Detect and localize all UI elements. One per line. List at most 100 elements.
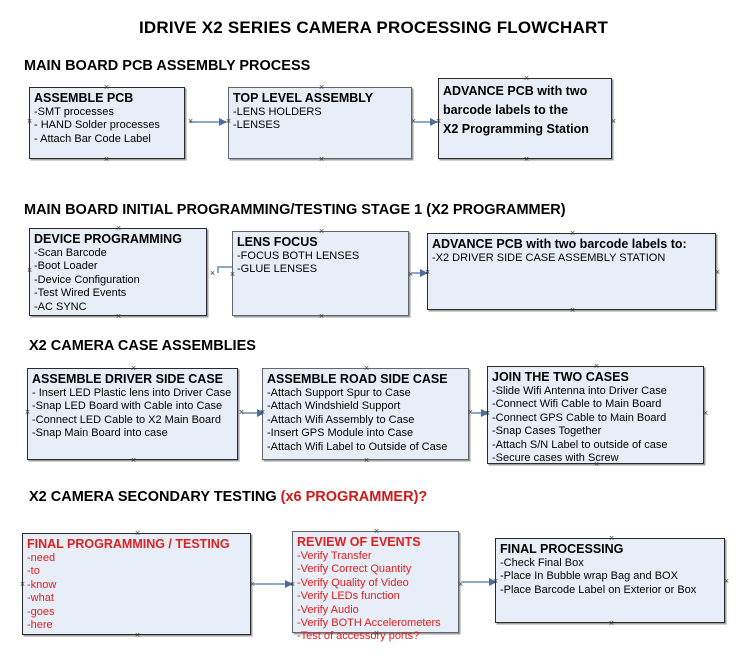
node-device-programming[interactable]: DEVICE PROGRAMMING -Scan Barcode -Boot L… (29, 228, 207, 316)
anchor-handle-bottom[interactable] (568, 306, 577, 315)
node-item-list: -X2 DRIVER SIDE CASE ASSEMBLY STATION (432, 252, 711, 265)
anchor-handle[interactable] (208, 269, 217, 278)
anchor-handle-top[interactable] (522, 74, 531, 83)
node-item-list: -Scan Barcode -Boot Loader -Device Confi… (34, 247, 202, 314)
node-item-list: -Slide Wifi Antenna into Driver Case -Co… (492, 385, 699, 465)
node-title: ADVANCE PCB with two (443, 84, 588, 98)
node-lens-focus[interactable]: LENS FOCUS -FOCUS BOTH LENSES -GLUE LENS… (232, 231, 409, 316)
list-item: -what (27, 592, 54, 605)
node-join-the-two-cases[interactable]: JOIN THE TWO CASES -Slide Wifi Antenna i… (487, 366, 704, 464)
anchor-handle-top[interactable] (102, 83, 111, 92)
list-item: -Connect Wifi Cable to Main Board (492, 398, 662, 411)
anchor-handle[interactable] (237, 408, 246, 417)
list-item: -Attach Wifi Assembly to Case (267, 413, 415, 426)
anchor-handle-bottom[interactable] (102, 155, 111, 164)
list-item: -Connect GPS Cable to Main Board (492, 411, 667, 424)
anchor-handle-left[interactable] (288, 580, 297, 589)
anchor-handle-left[interactable] (25, 266, 34, 275)
anchor-handle-top[interactable] (607, 534, 616, 543)
list-item: -here (27, 619, 53, 632)
node-item-list: -SMT processes - HAND Solder processes -… (34, 106, 180, 146)
list-item: -LENS HOLDERS (233, 106, 322, 118)
anchor-handle-bottom[interactable] (372, 629, 381, 638)
section-heading-text: X2 CAMERA CASE ASSEMBLIES (29, 338, 256, 354)
anchor-handle-top[interactable] (592, 362, 601, 371)
anchor-handle-top[interactable] (372, 527, 381, 536)
anchor-handle-top[interactable] (114, 224, 123, 233)
node-final-programming-testing[interactable]: FINAL PROGRAMMING / TESTING -need -to -k… (22, 533, 251, 635)
section-heading-secondary-testing: X2 CAMERA SECONDARY TESTING (x6 PROGRAMM… (29, 489, 427, 505)
list-item: -know (27, 578, 57, 591)
list-item: -Test of accessory ports? (297, 630, 420, 643)
anchor-handle-left[interactable] (423, 268, 432, 277)
anchor-handle-left[interactable] (434, 117, 443, 126)
section-heading-text: MAIN BOARD PCB ASSEMBLY PROCESS (24, 58, 311, 74)
list-item: -Verify Transfer (297, 550, 372, 562)
node-item-list: -FOCUS BOTH LENSES -GLUE LENSES (237, 250, 404, 277)
section-heading-camera-case-assemblies: X2 CAMERA CASE ASSEMBLIES (29, 338, 256, 354)
node-assemble-pcb[interactable]: ASSEMBLE PCB -SMT processes - HAND Solde… (29, 87, 185, 159)
anchor-handle-right[interactable] (722, 577, 731, 586)
node-item-list: -Check Final Box -Place In Bubble wrap B… (500, 557, 720, 597)
anchor-handle-left[interactable] (23, 408, 32, 417)
list-item: -Verify Audio (297, 603, 359, 616)
anchor-handle-top[interactable] (317, 227, 326, 236)
list-item: -Insert GPS Module into Case (267, 427, 414, 440)
list-item: X2 Programming Station (443, 122, 589, 136)
node-advance-pcb-driver-side-station[interactable]: ADVANCE PCB with two barcode labels to: … (427, 233, 716, 310)
anchor-handle-bottom[interactable] (592, 460, 601, 469)
anchor-handle-left[interactable] (491, 577, 500, 586)
node-title: FINAL PROCESSING (500, 542, 624, 556)
list-item: -Snap Cases Together (492, 425, 602, 438)
list-item: -Slide Wifi Antenna into Driver Case (492, 385, 667, 397)
anchor-handle-bottom[interactable] (133, 631, 142, 640)
node-title: JOIN THE TWO CASES (492, 370, 629, 384)
node-item-list: -Attach Support Spur to Case -Attach Win… (267, 387, 464, 454)
anchor-handle-left[interactable] (483, 409, 492, 418)
list-item: -to (27, 565, 40, 578)
anchor-handle-bottom[interactable] (607, 619, 616, 628)
anchor-handle-bottom[interactable] (114, 312, 123, 321)
node-title: FINAL PROGRAMMING / TESTING (27, 537, 230, 551)
node-final-processing[interactable]: FINAL PROCESSING -Check Final Box -Place… (495, 538, 725, 623)
anchor-handle-bottom[interactable] (129, 456, 138, 465)
anchor-handle-left[interactable] (228, 270, 237, 279)
anchor-handle-bottom[interactable] (317, 155, 326, 164)
section-heading-highlight: (x6 PROGRAMMER)? (280, 489, 428, 505)
anchor-handle[interactable] (186, 117, 195, 126)
list-item: -Boot Loader (34, 260, 98, 273)
node-top-level-assembly[interactable]: TOP LEVEL ASSEMBLY -LENS HOLDERS -LENSES (228, 87, 412, 159)
anchor-handle-left[interactable] (18, 580, 27, 589)
anchor-handle-top[interactable] (129, 364, 138, 373)
list-item: -Verify Correct Quantity (297, 563, 412, 576)
anchor-handle-bottom[interactable] (317, 312, 326, 321)
anchor-handle-left[interactable] (258, 408, 267, 417)
list-item: -GLUE LENSES (237, 263, 318, 276)
node-title: LENS FOCUS (237, 235, 318, 249)
anchor-handle-top[interactable] (133, 529, 142, 538)
list-item: -Secure cases with Screw (492, 452, 619, 465)
anchor-handle-left[interactable] (224, 117, 233, 126)
list-item: -Check Final Box (500, 557, 584, 569)
node-item-list: - Insert LED Plastic lens into Driver Ca… (32, 387, 233, 441)
list-item: - Attach Bar Code Label (34, 132, 151, 145)
connector-jog (217, 266, 219, 273)
list-item: -Snap LED Board with Cable into Case (32, 400, 223, 413)
anchor-handle-top[interactable] (568, 229, 577, 238)
anchor-handle-right[interactable] (713, 268, 722, 277)
anchor-handle-right[interactable] (609, 117, 618, 126)
anchor-handle-top[interactable] (317, 83, 326, 92)
node-assemble-road-side-case[interactable]: ASSEMBLE ROAD SIDE CASE -Attach Support … (262, 368, 469, 460)
list-item: -Place In Bubble wrap Bag and BOX (500, 570, 678, 583)
node-advance-pcb-programming-station[interactable]: ADVANCE PCB with two barcode labels to t… (438, 78, 612, 159)
node-review-of-events[interactable]: REVIEW OF EVENTS -Verify Transfer -Verif… (292, 531, 459, 642)
anchor-handle-left[interactable] (25, 117, 34, 126)
anchor-handle-right[interactable] (701, 409, 710, 418)
list-item: -Verify BOTH Accelerometers (297, 617, 441, 630)
list-item: -Test Wired Events (34, 287, 127, 300)
anchor-handle-bottom[interactable] (362, 456, 371, 465)
anchor-handle-bottom[interactable] (522, 155, 531, 164)
node-assemble-driver-side-case[interactable]: ASSEMBLE DRIVER SIDE CASE - Insert LED P… (27, 368, 238, 460)
anchor-handle-top[interactable] (362, 364, 371, 373)
